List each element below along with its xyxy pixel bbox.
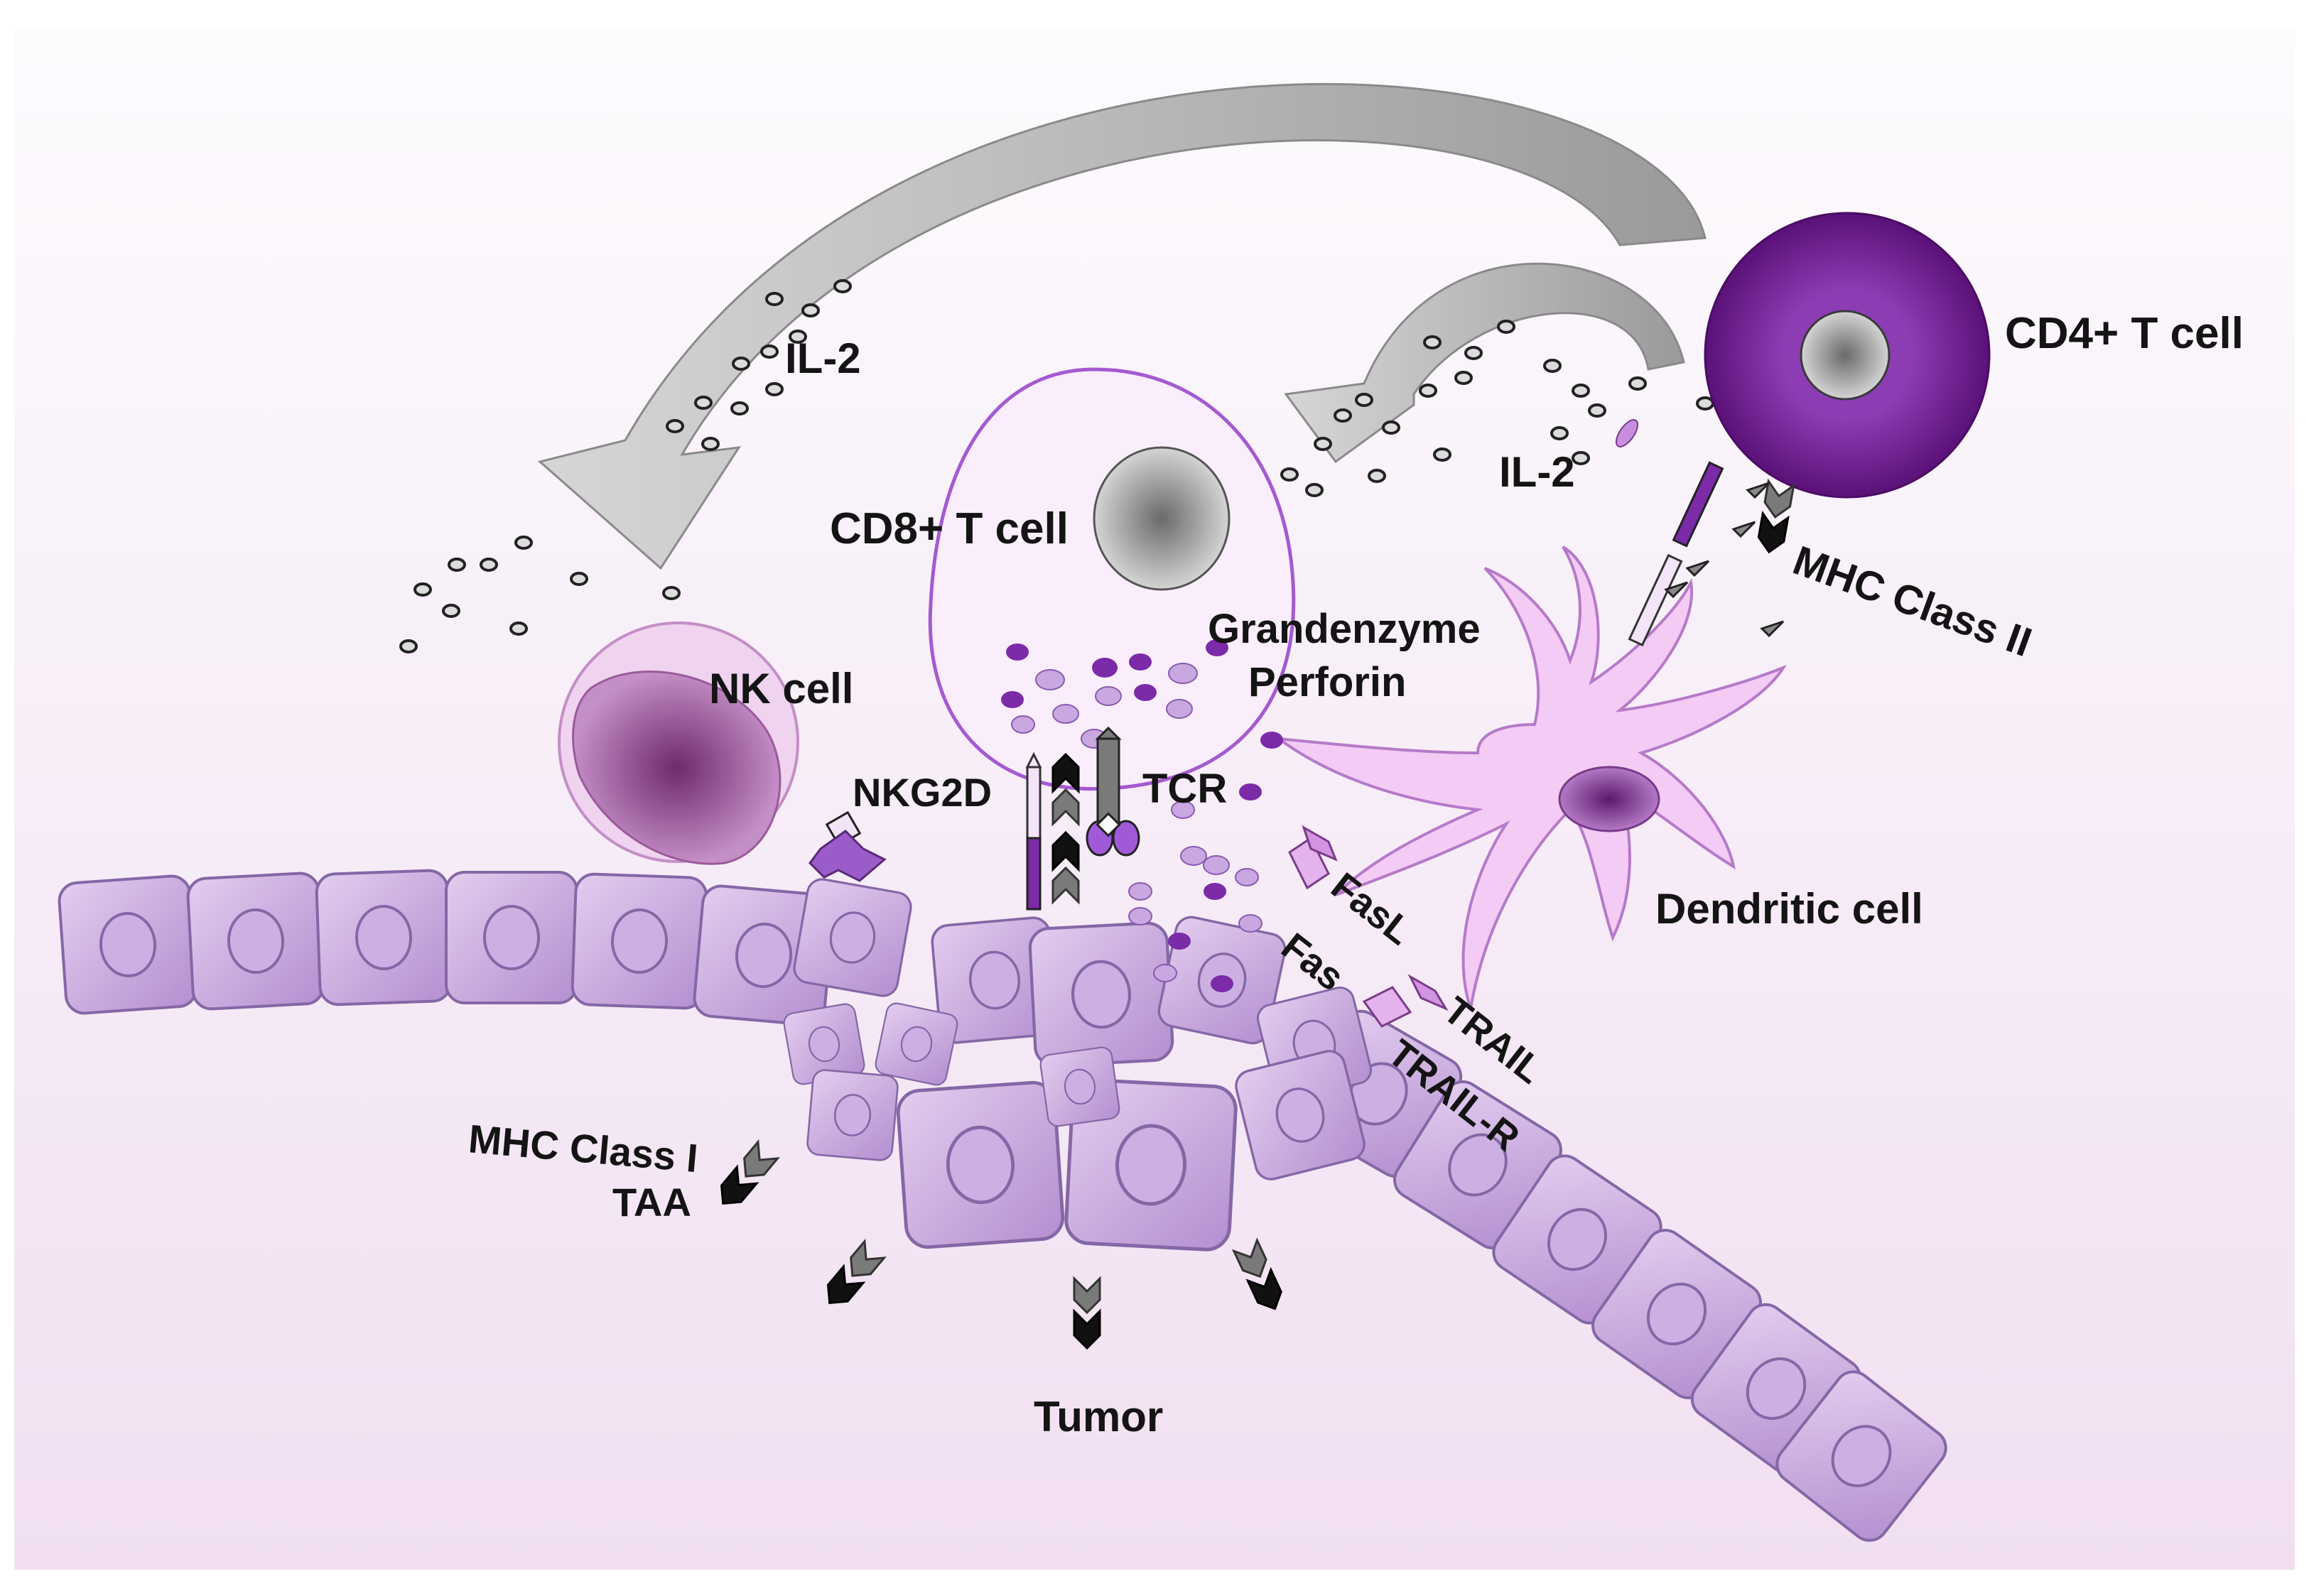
fasl-fas-receptor bbox=[1288, 825, 1338, 890]
curved-arrow-icon bbox=[537, 82, 1707, 570]
label-cd4-t-cell: CD4+ T cell bbox=[2005, 309, 2244, 358]
label-il2-left: IL-2 bbox=[785, 335, 861, 382]
granule-icon bbox=[1001, 639, 1283, 992]
label-grandenzyme: Grandenzyme bbox=[1208, 606, 1481, 652]
curved-arrow-icon bbox=[1284, 262, 1685, 464]
cd8-t-cell bbox=[928, 367, 1296, 791]
mhc-class-ii-receptor bbox=[1615, 419, 1795, 647]
nk-cell bbox=[558, 621, 799, 865]
tcr-receptor bbox=[1025, 726, 1140, 911]
trail-receptor bbox=[1362, 974, 1449, 1028]
label-taa: TAA bbox=[612, 1180, 691, 1225]
cd4-t-cell bbox=[1704, 212, 1991, 499]
label-perforin: Perforin bbox=[1248, 659, 1406, 705]
nkg2d-receptor bbox=[809, 810, 887, 882]
label-cd8-t-cell: CD8+ T cell bbox=[830, 504, 1069, 553]
label-dendritic-cell: Dendritic cell bbox=[1655, 885, 1923, 933]
label-nk-cell: NK cell bbox=[709, 665, 853, 712]
label-il2-right: IL-2 bbox=[1499, 448, 1575, 496]
label-tcr: TCR bbox=[1142, 766, 1227, 812]
dendritic-cell bbox=[1274, 545, 1787, 1009]
label-tumor: Tumor bbox=[1034, 1393, 1163, 1440]
label-nkg2d: NKG2D bbox=[853, 770, 992, 815]
